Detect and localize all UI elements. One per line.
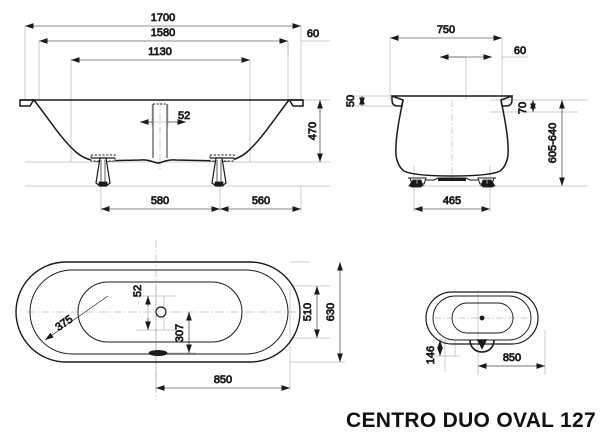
front-elevation-view: 1700 1580 60 1130 52 470 580 [19, 12, 330, 212]
bath-side-outline [391, 94, 513, 177]
overflow-marker-plan [148, 349, 168, 356]
leg-front-left [90, 154, 116, 187]
dim-label-rim-thickness: 50 [345, 95, 357, 107]
dim-label-detail-centre-offset: 850 [503, 352, 521, 364]
dim-label-total-height: 605-640 [547, 123, 559, 163]
dim-plan-52: 52 [132, 284, 151, 330]
dim-front-560: 560 [219, 195, 301, 212]
bath-front-outline [19, 99, 304, 164]
dim-plan-307: 307 [174, 311, 192, 353]
dim-side-50: 50 [345, 94, 365, 108]
dim-label-corner-radius: 375 [53, 313, 75, 333]
dim-label-plan-waste-offset: 52 [132, 285, 144, 297]
dim-front-60: 60 [306, 28, 319, 41]
dim-front-52: 52 [139, 110, 191, 125]
dim-front-580: 580 [100, 195, 220, 212]
dim-side-750: 750 [389, 24, 502, 41]
dim-label-rim-offset: 60 [307, 28, 319, 40]
bath-plan-well [77, 281, 243, 343]
leg-front-right [209, 154, 235, 187]
dim-front-1700: 1700 [24, 12, 301, 29]
bath-detail-well [451, 302, 514, 334]
bath-detail-outer [425, 291, 539, 345]
dim-label-side-rim-offset: 60 [514, 45, 526, 57]
waste-stack-front [152, 103, 168, 158]
overflow-trap-detail [469, 339, 495, 353]
dim-label-waste-width: 52 [178, 110, 190, 122]
dim-label-leg-left-offset: 580 [151, 195, 169, 207]
dim-label-waste-centre: 850 [214, 374, 232, 386]
dim-side-605-640: 605-640 [547, 99, 565, 186]
dim-side-60: 60 [439, 45, 527, 60]
leg-side-left [408, 179, 424, 188]
dim-label-inner-width: 510 [302, 303, 314, 321]
leg-side-right [480, 179, 496, 188]
bath-plan-outer [15, 261, 301, 363]
dim-front-470: 470 [307, 99, 323, 162]
dim-front-1130: 1130 [70, 46, 250, 63]
dim-plan-375: 375 [44, 295, 109, 341]
dim-side-70: 70 [517, 99, 536, 115]
plan-view: 375 52 307 510 630 [15, 240, 345, 400]
dim-label-height: 470 [307, 122, 319, 140]
dim-plan-850: 850 [155, 374, 290, 391]
dim-label-overflow-offset: 146 [425, 346, 437, 364]
dim-label-leg-right-offset: 560 [252, 195, 270, 207]
product-title: CENTRO DUO OVAL 127 [346, 409, 596, 432]
dim-detail-850: 850 [477, 352, 545, 369]
dim-label-overall-width: 750 [437, 24, 455, 36]
dim-side-465: 465 [413, 195, 490, 212]
bath-plan-rim [29, 269, 289, 355]
dim-label-overall-length: 1700 [151, 12, 175, 24]
dim-plan-630: 630 [325, 261, 343, 362]
dim-label-inner-length: 1580 [151, 27, 175, 39]
dim-label-bottom-length: 1130 [148, 46, 172, 58]
dim-label-plan-overall-width: 630 [325, 303, 337, 321]
dim-front-1580: 1580 [38, 27, 288, 44]
plan-detail-view: 146 850 [425, 290, 546, 375]
dim-plan-510: 510 [302, 285, 320, 338]
bath-detail-rim [432, 295, 532, 341]
dim-label-rim-drop: 70 [517, 102, 529, 114]
dim-detail-146: 146 [425, 339, 443, 365]
waste-outlet-plan [155, 306, 167, 318]
side-elevation-view: 750 60 50 70 605-640 465 [345, 24, 588, 212]
dim-label-leg-span: 465 [443, 195, 461, 207]
waste-outlet-detail [479, 315, 485, 321]
dim-label-waste-to-end: 307 [174, 324, 186, 342]
